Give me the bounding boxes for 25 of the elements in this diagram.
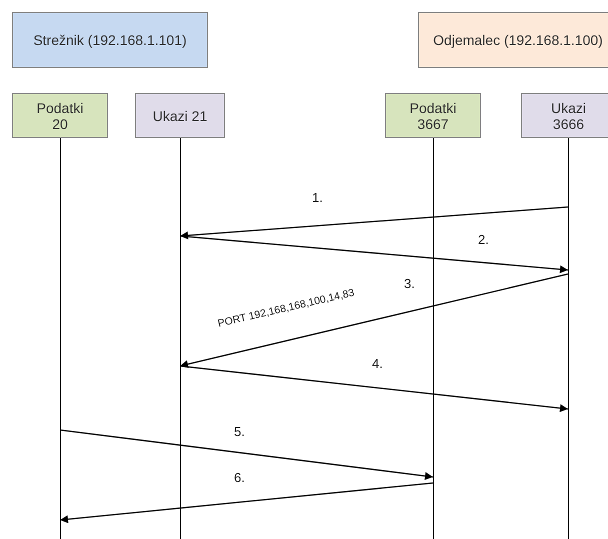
port-box (385, 93, 481, 138)
port-name: Ukazi 21 (152, 108, 208, 124)
port-name: Ukazi 3666 (550, 100, 587, 132)
port-name: Podatki 3667 (408, 100, 458, 132)
step-number: 5. (234, 424, 245, 439)
step-number: 3. (404, 276, 415, 291)
host-box (12, 12, 208, 68)
message-arrow (180, 235, 568, 274)
step-number: 4. (372, 356, 383, 371)
message-arrow (180, 206, 568, 240)
step-number: 1. (312, 190, 323, 205)
host-name: Odjemalec (192.168.1.100) (433, 32, 603, 48)
message-arrow (180, 365, 568, 412)
message-arrow (60, 482, 434, 524)
step-number: 2. (478, 232, 489, 247)
port-name: Podatki 20 (36, 100, 84, 132)
port-box (12, 93, 108, 138)
step-number: 6. (234, 470, 245, 485)
port-box (521, 93, 608, 138)
message-arrow (60, 429, 434, 480)
lifeline (432, 138, 434, 539)
host-name: Strežnik (192.168.1.101) (33, 32, 187, 48)
message-arrow (180, 273, 568, 368)
host-box (418, 12, 608, 68)
port-box (135, 93, 225, 138)
